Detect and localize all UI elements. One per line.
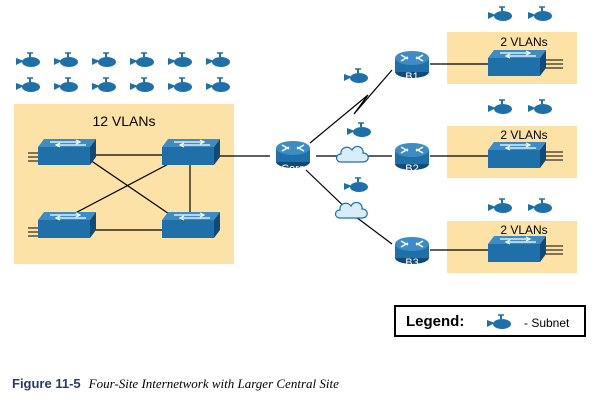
subnet-icon	[487, 6, 513, 22]
subnet-icon	[343, 68, 369, 84]
subnet-icon	[343, 177, 369, 193]
branch3-vlan-label: 2 VLANs	[500, 223, 547, 237]
subnet-icon	[346, 122, 372, 138]
central-site-label: 12 VLANs	[92, 113, 155, 129]
subnet-icon	[527, 6, 553, 22]
link-sw2-sw3	[61, 159, 177, 221]
legend: Legend: - Subnet	[394, 305, 586, 337]
branch-router-b3-label: B3	[405, 257, 418, 269]
central-switch-4-icon	[161, 211, 221, 239]
subnet-icon	[527, 99, 553, 115]
subnet-icon	[15, 77, 41, 93]
subnet-icon	[91, 52, 117, 68]
subnet-icon	[487, 99, 513, 115]
legend-text: - Subnet	[524, 316, 570, 330]
subnet-icon	[53, 77, 79, 93]
branch-switch-b2-icon	[487, 141, 547, 169]
branch-switch-b3-icon	[487, 235, 547, 263]
branch2-vlan-label: 2 VLANs	[500, 128, 547, 142]
caption-number: Figure 11-5	[12, 376, 81, 391]
subnet-icon	[205, 52, 231, 68]
wan-cloud-b2-icon	[335, 145, 369, 163]
wan-cloud-b3-icon	[334, 201, 368, 219]
subnet-icon	[129, 77, 155, 93]
link-sw1-sw4	[89, 159, 179, 221]
figure-caption: Figure 11-5 Four-Site Internetwork with L…	[12, 376, 339, 392]
subnet-icon	[527, 198, 553, 214]
core-router-label: Core	[281, 163, 305, 175]
central-subnets	[15, 52, 231, 93]
link-core-b1-serial	[309, 69, 393, 144]
subnet-icon	[15, 52, 41, 68]
central-switch-2-icon	[161, 138, 221, 166]
legend-title: Legend:	[406, 313, 465, 330]
caption-title: Four-Site Internetwork with Larger Centr…	[88, 376, 339, 391]
central-switch-3-icon	[37, 211, 97, 239]
branch-port-lines	[545, 59, 563, 255]
subnet-icon	[129, 52, 155, 68]
subnet-icon	[167, 77, 193, 93]
subnet-icon	[91, 77, 117, 93]
branch-switch-b1-icon	[487, 49, 547, 77]
branch-router-b2-label: B2	[405, 163, 418, 175]
branch-router-b1-label: B1	[405, 71, 418, 83]
subnet-icon	[53, 52, 79, 68]
branch1-vlan-label: 2 VLANs	[500, 35, 547, 49]
subnet-icon	[487, 198, 513, 214]
subnet-icon	[205, 77, 231, 93]
subnet-icon	[487, 314, 511, 329]
central-switch-1-icon	[37, 138, 97, 166]
subnet-icon	[167, 52, 193, 68]
